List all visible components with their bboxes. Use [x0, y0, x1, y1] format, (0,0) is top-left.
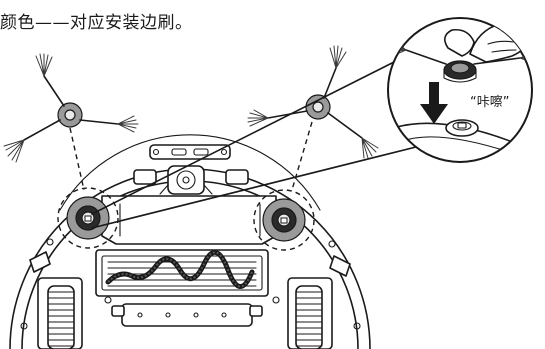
- arrow-down-icon: [420, 82, 448, 124]
- left-brush-mount: [57, 187, 119, 249]
- main-roller-brush: [95, 249, 269, 297]
- callout-leader-lines: [91, 59, 421, 229]
- zoom-callout: “咔嚓”: [387, 17, 533, 163]
- right-drive-wheel: [287, 277, 333, 349]
- click-sound-label: “咔嚓”: [470, 94, 509, 110]
- right-brush-mount: [253, 189, 315, 251]
- left-drive-wheel: [37, 277, 83, 349]
- front-caster-wheel: [159, 165, 213, 195]
- robot-vacuum-body: [9, 134, 371, 349]
- right-side-brush: [247, 45, 379, 159]
- left-side-brush: [3, 53, 139, 163]
- instruction-caption: 颜色——对应安装边刷。: [0, 13, 193, 33]
